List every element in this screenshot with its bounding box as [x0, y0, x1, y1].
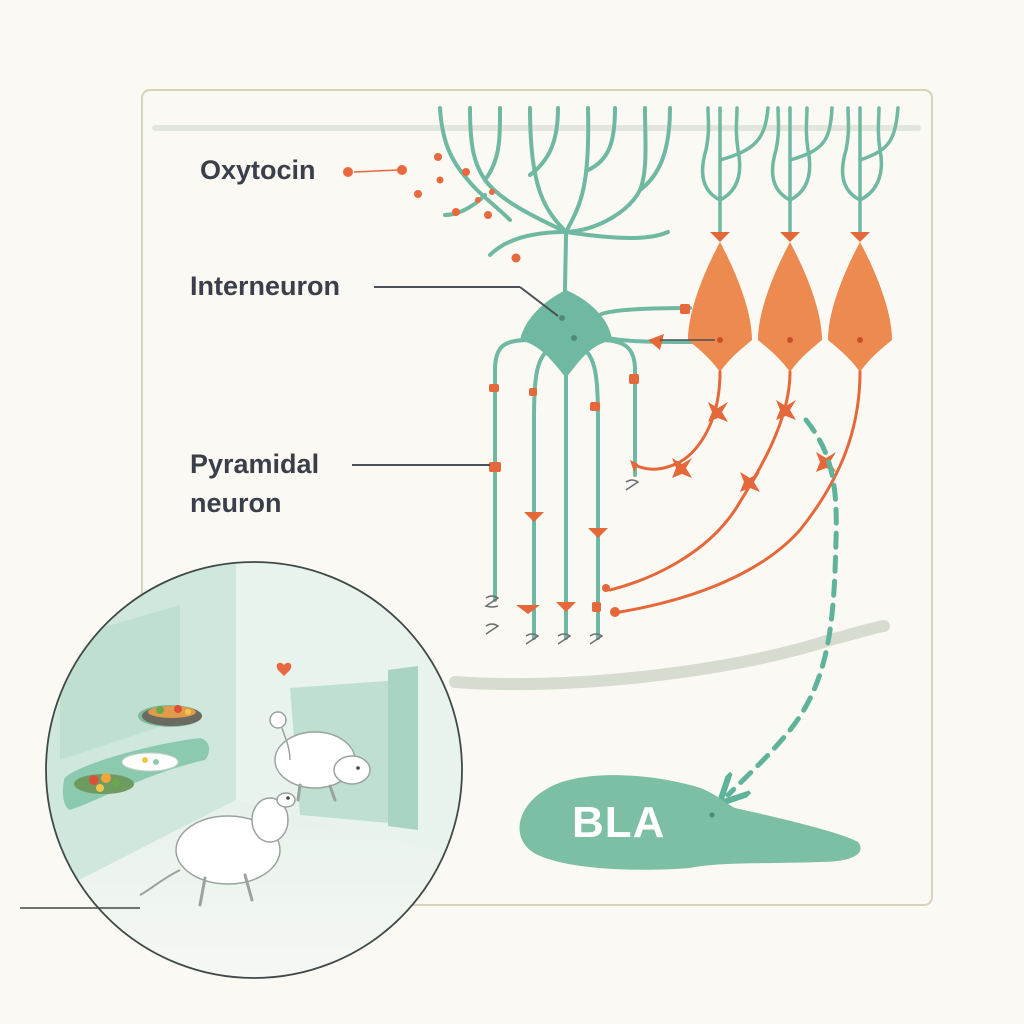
heart-icon	[276, 662, 292, 676]
oxytocin-label: Oxytocin	[200, 155, 316, 185]
oxytocin-leader	[353, 169, 399, 173]
interneuron	[438, 106, 697, 640]
axon-terminals	[484, 479, 640, 645]
layer-boundary	[449, 620, 890, 691]
interneuron-soma	[520, 290, 612, 378]
bla-projection-arrow	[728, 417, 839, 795]
bla-region	[519, 775, 861, 870]
pyramidal-label-line2: neuron	[190, 487, 282, 518]
synapse-markers	[489, 304, 690, 614]
food-bowl-icon	[74, 705, 202, 794]
behavior-inset	[45, 561, 463, 979]
interneuron-label: Interneuron	[190, 271, 341, 301]
pyramidal-neuron-label: Pyramidal neuron	[190, 448, 319, 520]
mouse-icon	[139, 792, 296, 907]
bla-label: BLA	[572, 798, 666, 847]
pyramidal-label-line1: Pyramidal	[190, 449, 320, 479]
oxytocin-dots	[343, 153, 521, 263]
mouse-icon	[269, 711, 371, 802]
